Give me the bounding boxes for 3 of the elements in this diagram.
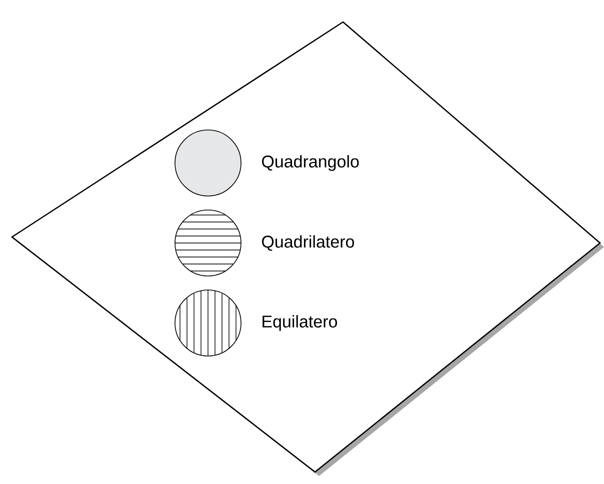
legend-label: Equilatero xyxy=(262,315,338,331)
legend-label: Quadrilatero xyxy=(262,235,354,251)
legend-label: Quadrangolo xyxy=(262,155,359,171)
